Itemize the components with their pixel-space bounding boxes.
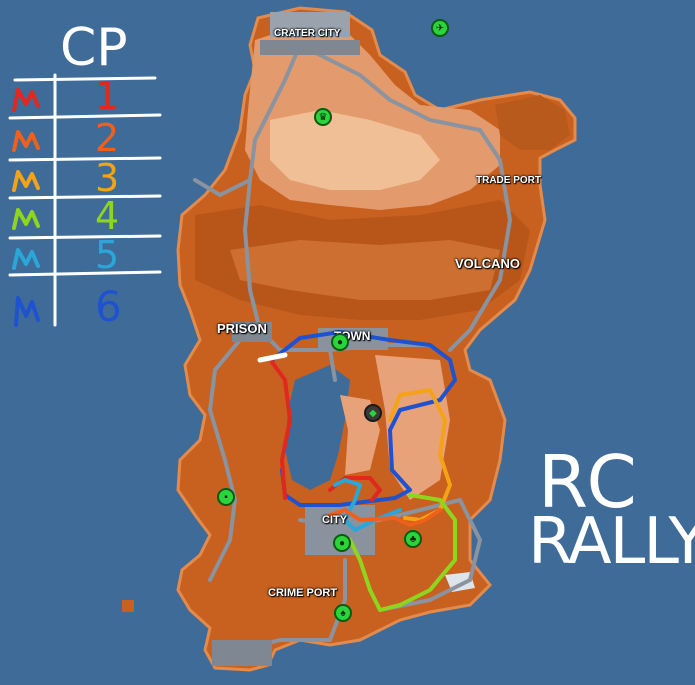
annotation-rc: RC <box>538 440 639 524</box>
legend-swatch-4 <box>12 208 40 230</box>
label-trade-port: TRADE PORT <box>476 175 541 186</box>
port-marker-icon[interactable]: ♠ <box>334 604 352 622</box>
card-marker-icon[interactable]: ▪ <box>217 488 235 506</box>
crown-marker-icon[interactable]: ♛ <box>314 108 332 126</box>
town-marker-icon[interactable]: ● <box>331 333 349 351</box>
legend-swatch-6 <box>14 296 40 327</box>
route-segment-green <box>348 493 457 612</box>
legend-title: CP <box>60 18 128 78</box>
legend-swatch-1 <box>12 88 40 112</box>
label-volcano: VOLCANO <box>455 256 520 271</box>
legend-number-5: 5 <box>95 233 120 277</box>
dark-marker-icon[interactable]: ◆ <box>364 404 382 422</box>
legend-grid <box>8 73 162 327</box>
annotation-rally: RALLY <box>528 505 695 579</box>
route-segment-blue <box>270 330 457 507</box>
legend-swatch-5 <box>12 248 40 270</box>
helicopter-marker-icon[interactable]: ✈ <box>431 19 449 37</box>
label-city: CITY <box>322 514 348 526</box>
route-segment-darkorange <box>328 508 442 527</box>
tree-marker-icon[interactable]: ♣ <box>404 530 422 548</box>
legend-number-1: 1 <box>95 74 120 118</box>
legend-swatch-3 <box>12 170 40 192</box>
legend-number-6: 6 <box>95 282 122 331</box>
legend-swatch-2 <box>12 130 40 152</box>
label-crater-city: CRATER CITY <box>274 28 341 39</box>
legend-number-4: 4 <box>95 194 120 238</box>
route-segment-red <box>270 360 292 500</box>
label-crime-port: CRIME PORT <box>268 587 338 599</box>
city-marker-icon[interactable]: ● <box>333 534 351 552</box>
legend-number-3: 3 <box>95 156 120 200</box>
legend-number-2: 2 <box>95 116 120 160</box>
route-segment-lightblue <box>333 478 402 532</box>
label-prison: PRISON <box>217 321 267 336</box>
